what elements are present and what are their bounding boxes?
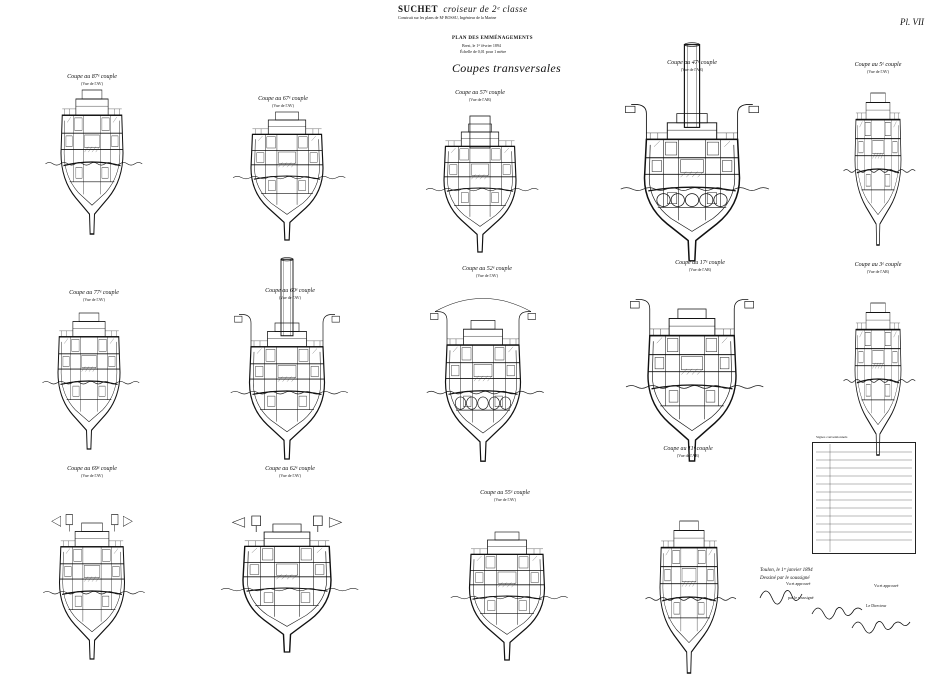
- section-title: Coupe au 47ᵉ couple: [667, 60, 717, 66]
- section-drawing-47: [619, 42, 770, 262]
- section-title: Coupe au 67ᵉ couple: [258, 96, 308, 102]
- plate-number: Pl. VII: [900, 17, 924, 27]
- stamp-line-5: Vu et approuvé: [874, 583, 899, 588]
- ship-class: croiseur de 2ᵉ classe: [443, 4, 528, 14]
- section-drawing-67: [232, 111, 346, 241]
- section-drawing-17: [625, 299, 765, 462]
- ship-name: SUCHET: [398, 4, 438, 14]
- section-drawing-3: [842, 302, 917, 456]
- section-title: Coupe au 60ᵉ couple: [265, 288, 315, 294]
- section-drawing-62: [220, 515, 359, 653]
- section-subtitle: (Vue de l'AR): [676, 453, 700, 458]
- plan-date: Brest, le 1ᵉʳ février 1894: [462, 43, 501, 48]
- section-title: Coupe au 17ᵉ couple: [675, 260, 725, 266]
- plan-label: PLAN DES EMMÉNAGEMENTS: [452, 36, 533, 41]
- signature-1: [759, 590, 803, 605]
- stamp-line-4: par le soussigné: [788, 595, 814, 600]
- stamp-line-3: Vu et approuvé: [786, 581, 811, 586]
- section-title: Coupe au 11ᵉ couple: [663, 446, 713, 452]
- section-title: Coupe au 69ᵉ couple: [67, 466, 117, 472]
- sheet-title: SUCHET croiseur de 2ᵉ classe: [398, 5, 528, 14]
- section-drawing-77: [41, 312, 140, 450]
- section-subtitle: (Vue de l'AR): [680, 67, 704, 72]
- section-subtitle: (Vue de l'AV): [81, 81, 103, 86]
- plan-scale: Échelle de 0,01 pour 1 mètre: [460, 49, 507, 54]
- section-subtitle: (Vue de l'AV): [272, 103, 294, 108]
- stamp-line-6: Le Directeur: [866, 603, 887, 608]
- section-subtitle: (Vue de l'AV): [279, 295, 301, 300]
- section-subtitle: (Vue de l'AV): [279, 473, 301, 478]
- section-drawing-69: [42, 514, 146, 660]
- section-subtitle: (Vue de l'AV): [476, 273, 498, 278]
- signature-2: [811, 607, 863, 620]
- section-drawing-11: [644, 520, 737, 674]
- section-subtitle: (Vue de l'AV): [867, 69, 889, 74]
- section-title: Coupe au 52ᵉ couple: [462, 266, 512, 272]
- section-title: Coupe au 87ᵉ couple: [67, 74, 117, 80]
- stamp-line-2: Dessiné par le soussigné: [760, 576, 810, 581]
- section-subtitle: (Vue de l'AR): [866, 269, 890, 274]
- section-subtitle: (Vue de l'AV): [494, 497, 516, 502]
- section-subtitle: (Vue de l'AR): [688, 267, 712, 272]
- section-title: Coupe au 62ᵉ couple: [265, 466, 315, 472]
- section-title: Coupe au 77ᵉ couple: [69, 290, 119, 296]
- legend-lines: [816, 444, 912, 552]
- section-heading: Coupes transversales: [452, 61, 561, 75]
- section-title: Coupe au 5ᵉ couple: [854, 62, 902, 68]
- section-drawing-5: [842, 92, 917, 246]
- section-title: Coupe au 57ᵉ couple: [455, 90, 505, 96]
- section-subtitle: (Vue de l'AR): [468, 97, 492, 102]
- sheet-subtitle: Construit sur les plans de Mʳ BOSSU, Ing…: [398, 15, 497, 20]
- legend-box: [812, 442, 916, 554]
- section-subtitle: (Vue de l'AV): [83, 297, 105, 302]
- section-drawing-55: [450, 531, 569, 661]
- section-drawing-57: [425, 115, 539, 253]
- stamp-line-1: Toulon, le 1ᵉʳ janvier 1894: [760, 568, 813, 573]
- section-subtitle: (Vue de l'AV): [81, 473, 103, 478]
- section-title: Coupe au 55ᵉ couple: [480, 490, 530, 496]
- signature-3: [851, 621, 911, 634]
- section-drawing-87: [44, 89, 143, 235]
- section-title: Coupe au 3ᵉ couple: [854, 262, 902, 268]
- legend-title: Signes conventionnels: [816, 435, 848, 439]
- section-drawing-52: [426, 298, 545, 462]
